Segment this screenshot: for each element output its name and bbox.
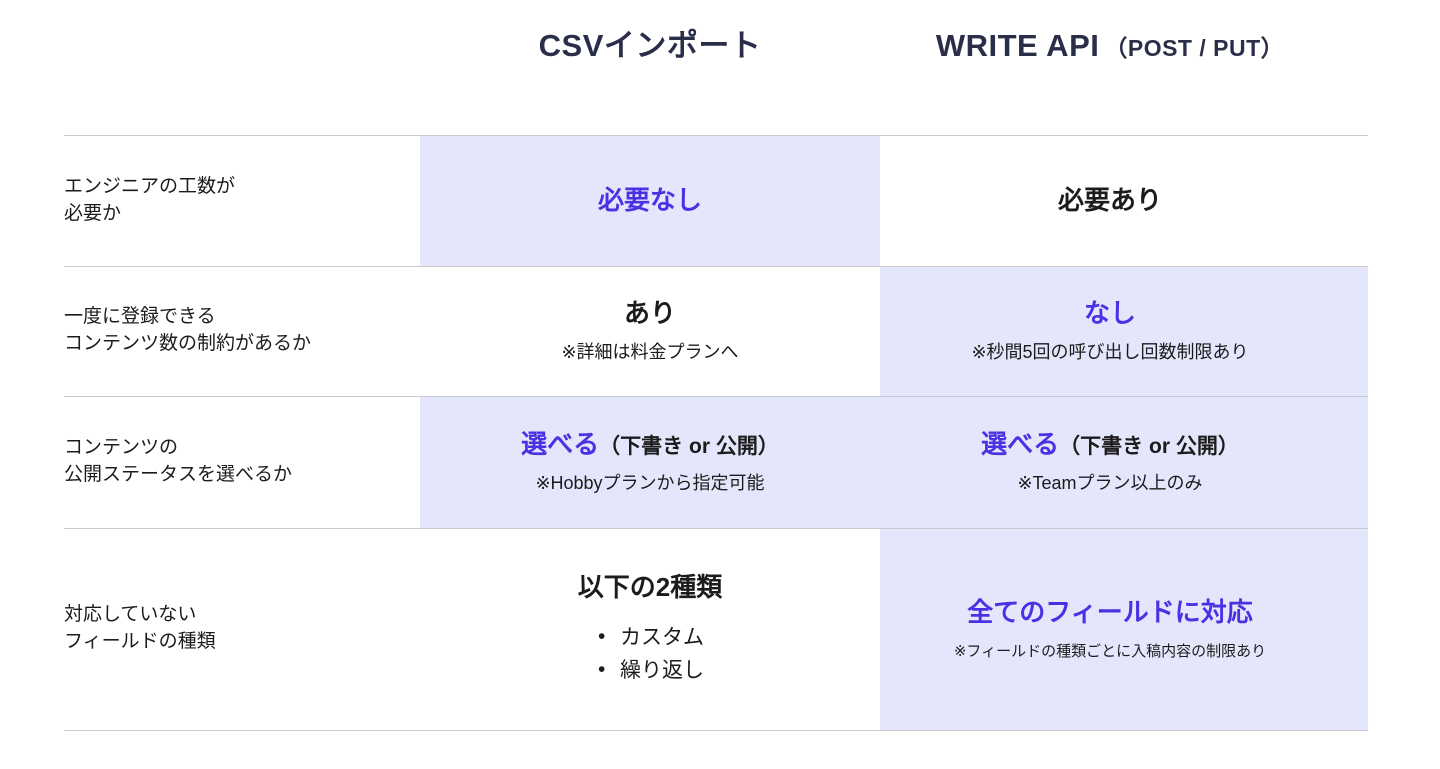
- list-item: カスタム: [596, 621, 704, 655]
- table-header-row: CSVインポート WRITE API （POST / PUT）: [0, 0, 1368, 135]
- table-row: エンジニアの工数が 必要か 必要なし 必要あり: [0, 135, 1368, 266]
- row-label-line2: フィールドの種類: [64, 631, 216, 652]
- cell-value-main: 必要なし: [597, 184, 702, 215]
- highlight-band-api-row2: [880, 266, 1368, 396]
- cell-value-list: カスタム 繰り返し: [596, 621, 704, 688]
- cell-value-main: なし: [1083, 298, 1136, 328]
- cell-value-main-text: 選べる: [521, 429, 600, 459]
- header-api-suffix: （POST / PUT）: [1104, 34, 1285, 61]
- divider-row1-row2: [64, 266, 1368, 267]
- highlight-band-api-row3: [880, 396, 1368, 528]
- cell-value-note: ※詳細は料金プランへ: [561, 341, 739, 362]
- cell-value-main: 選べる（下書き or 公開）: [981, 428, 1239, 462]
- cell-value-main: 選べる（下書き or 公開）: [521, 428, 779, 462]
- cell-value-main: 以下の2種類: [577, 571, 723, 602]
- table-row: 対応していない フィールドの種類 以下の2種類 カスタム 繰り返し 全てのフィー…: [0, 528, 1368, 730]
- cell-value-note: ※秒間5回の呼び出し回数制限あり: [971, 341, 1249, 362]
- row-label-line1: 対応していない: [64, 604, 197, 626]
- row-label-publish-status: コンテンツの 公開ステータスを選べるか: [0, 396, 420, 528]
- header-column-api: WRITE API （POST / PUT）: [880, 0, 1340, 135]
- cell-api-row4: 全てのフィールドに対応 ※フィールドの種類ごとに入稿内容の制限あり: [880, 528, 1340, 730]
- cell-value-note: ※Teamプラン以上のみ: [1017, 472, 1203, 493]
- highlight-band-csv-row3: [420, 396, 880, 528]
- row-label-content-limit: 一度に登録できる コンテンツ数の制約があるか: [0, 266, 420, 396]
- row-label-line1: エンジニアの工数が: [64, 175, 236, 197]
- highlight-band-csv-row1: [420, 135, 880, 266]
- list-item: 繰り返し: [596, 654, 704, 688]
- cell-csv-row2: あり ※詳細は料金プランへ: [420, 266, 880, 396]
- cell-value-main: あり: [623, 298, 676, 328]
- cell-value-note: ※Hobbyプランから指定可能: [535, 472, 765, 493]
- divider-row3-row4: [64, 528, 1368, 529]
- row-label-engineer-effort: エンジニアの工数が 必要か: [0, 135, 420, 266]
- table-row: 一度に登録できる コンテンツ数の制約があるか あり ※詳細は料金プランへ なし …: [0, 266, 1368, 396]
- table-row: コンテンツの 公開ステータスを選べるか 選べる（下書き or 公開） ※Hobb…: [0, 396, 1368, 528]
- cell-value-main-paren: （下書き or 公開）: [599, 435, 779, 458]
- cell-value-main-text: 選べる: [981, 429, 1060, 459]
- row-label-line2: 公開ステータスを選べるか: [64, 464, 293, 485]
- cell-value-main: 全てのフィールドに対応: [967, 596, 1253, 627]
- divider-top: [64, 135, 1368, 136]
- cell-value-note: ※フィールドの種類ごとに入稿内容の制限あり: [953, 643, 1267, 661]
- cell-value-main-paren: （下書き or 公開）: [1059, 435, 1239, 458]
- cell-csv-row1: 必要なし: [420, 135, 880, 266]
- header-label-spacer: [0, 0, 420, 135]
- row-label-line1: コンテンツの: [64, 437, 179, 459]
- divider-bottom: [64, 730, 1368, 731]
- cell-api-row1: 必要あり: [880, 135, 1340, 266]
- row-label-line2: 必要か: [64, 202, 122, 224]
- header-csv-title: CSVインポート: [538, 28, 762, 63]
- row-label-line2: コンテンツ数の制約があるか: [64, 333, 312, 354]
- row-label-unsupported-fields: 対応していない フィールドの種類: [0, 528, 420, 730]
- header-api-title: WRITE API: [935, 28, 1100, 63]
- divider-row2-row3: [64, 396, 1368, 397]
- cell-csv-row3: 選べる（下書き or 公開） ※Hobbyプランから指定可能: [420, 396, 880, 528]
- highlight-band-api-row4: [880, 528, 1368, 730]
- cell-value-main: 必要あり: [1057, 184, 1162, 215]
- cell-csv-row4: 以下の2種類 カスタム 繰り返し: [420, 528, 880, 730]
- row-label-line1: 一度に登録できる: [64, 306, 216, 328]
- cell-api-row3: 選べる（下書き or 公開） ※Teamプラン以上のみ: [880, 396, 1340, 528]
- cell-api-row2: なし ※秒間5回の呼び出し回数制限あり: [880, 266, 1340, 396]
- header-column-csv: CSVインポート: [420, 0, 880, 135]
